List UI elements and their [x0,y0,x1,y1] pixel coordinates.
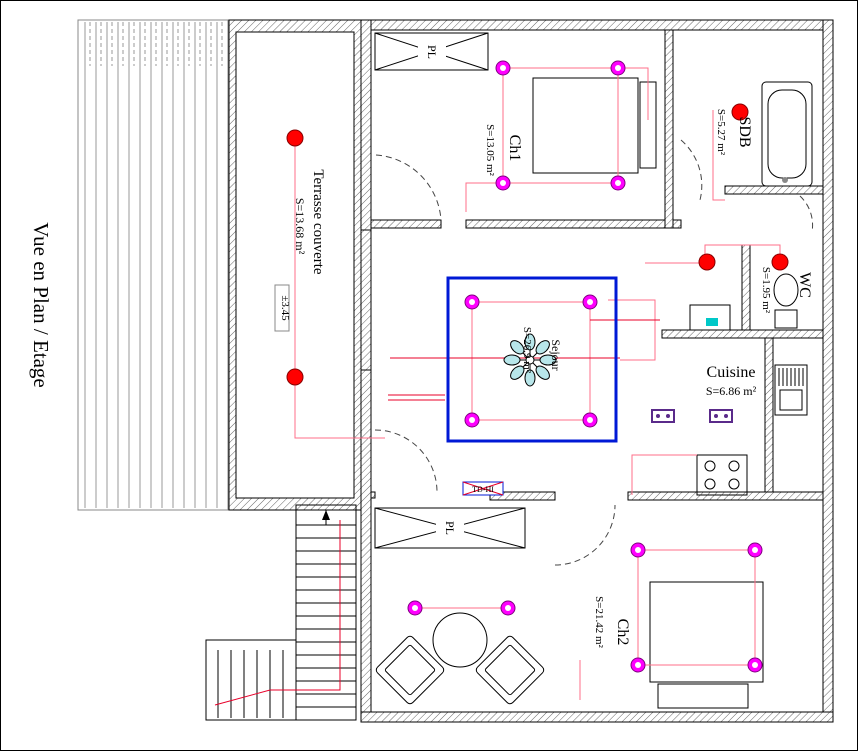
room-terrasse-area: S=13.68 m² [293,198,307,255]
room-cuisine-name: Cuisine [707,364,756,381]
chandelier-bulb [510,365,525,380]
ceiling-light-center [587,417,593,423]
room-terrasse-name: Terrasse couverte [310,169,326,274]
chandelier-bulb [503,354,521,366]
room-sejour-area: S=26.9 m² [521,327,533,374]
room-ch2-name: Ch2 [614,619,631,646]
ceiling-light-center [635,547,641,553]
chandelier-bulb [510,340,525,355]
bed-ch1 [532,77,657,174]
chandelier-bulb [524,369,536,387]
exterior-walls [360,19,834,723]
ceiling-light-center [469,417,475,423]
placard-ch2 [374,507,526,549]
ceiling-light-center [469,299,475,305]
chandelier-bulb [535,340,550,355]
room-ch1-area: S=13.05 m² [484,124,496,176]
room-sdb-area: S=5.27 m² [715,109,727,156]
placard-ch1 [374,32,489,71]
washbasin [689,304,731,331]
chandelier-icon [503,333,557,387]
balcony-decking [77,19,229,511]
level-marker [274,284,290,332]
room-ch1-name: Ch1 [506,135,523,162]
wall-lights [286,103,789,386]
power-sockets [651,409,733,423]
ceiling-light-center [587,299,593,305]
placard-label-1: PL [425,45,439,59]
room-sdb-name: SDB [736,116,753,147]
ceiling-light-center [500,180,506,186]
ceiling-light-center [635,662,641,668]
level-label: ±3.45 [279,295,291,321]
staircase [205,504,357,721]
plan-title: Vue en Plan / Etage [29,222,53,388]
panel-label: TD-HI [472,485,494,494]
chandelier-bulb [539,354,557,366]
highlighted-zone [446,276,618,443]
ceiling-lights [407,60,763,673]
placard-label-2: PL [443,521,457,535]
armchair-right [475,635,545,705]
ceiling-light-center [752,662,758,668]
electrical-wiring [214,67,781,706]
toilet [773,273,799,329]
armchair-left [375,635,445,705]
chandelier-bulb [535,365,550,380]
round-table [432,612,488,668]
room-sejour-name: Sejour [549,339,563,370]
room-wc-area: S=1.95 m² [760,267,772,314]
cooktop [696,454,748,496]
chandelier-bulb [524,333,536,351]
bed-ch2 [649,581,764,709]
room-wc-name: WC [796,272,813,298]
interior-walls [360,29,824,501]
ceiling-light-center [752,547,758,553]
ceiling-light-center [500,65,506,71]
ceiling-light-center [412,605,418,611]
bathtub [761,81,813,187]
ceiling-light-center [615,65,621,71]
door-swings [374,139,814,566]
electrical-panel [462,481,504,496]
kitchen-sink [774,364,808,416]
room-cuisine-area: S=6.86 m² [706,384,757,398]
ceiling-light-center [615,180,621,186]
ceiling-light-center [505,605,511,611]
room-ch2-area: S=21.42 m² [593,596,605,648]
